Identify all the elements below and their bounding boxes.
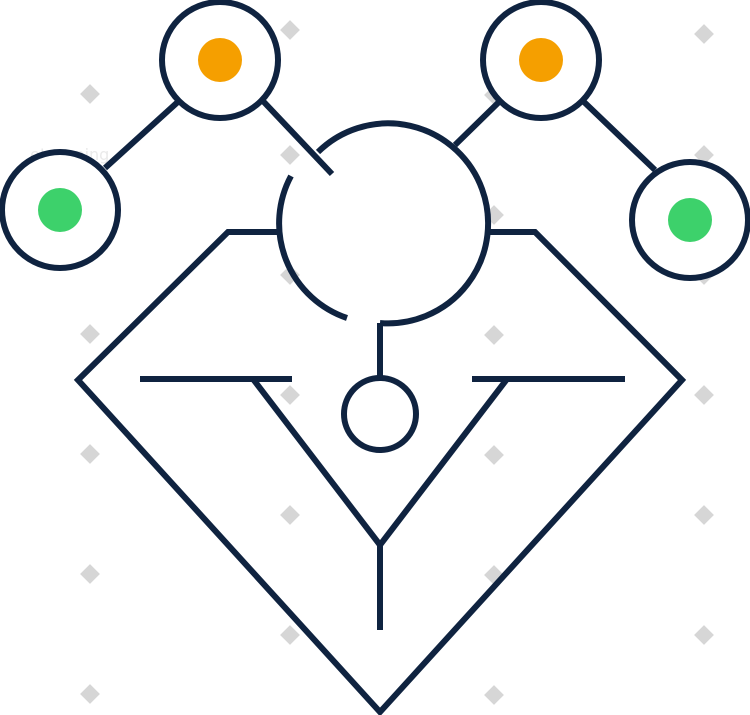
- watermark-diamond: [484, 325, 504, 345]
- connector-line: [580, 98, 658, 173]
- node-dot-orange-top-left: [198, 38, 242, 82]
- watermark-diamond: [280, 20, 300, 40]
- connector-line: [259, 97, 335, 177]
- connector-line: [452, 98, 503, 148]
- watermark-diamond: [280, 385, 300, 405]
- network-nodes: [0, 0, 750, 281]
- inner-left-diagonal: [250, 377, 383, 547]
- small-hub-circle: [341, 375, 419, 453]
- watermark-diamond: [80, 684, 100, 704]
- watermark-diamond: [484, 685, 504, 705]
- watermark-diamond: [80, 84, 100, 104]
- connector-line: [102, 97, 183, 171]
- node-dot-orange-top-right: [519, 38, 563, 82]
- watermark-diamond: [694, 385, 714, 405]
- watermark-diamond: [694, 24, 714, 44]
- node-dot-green-right: [668, 198, 712, 242]
- node-dot-green-left: [38, 188, 82, 232]
- diamond-outline: [73, 229, 687, 715]
- watermark-diamond: [80, 324, 100, 344]
- connector-lines: [102, 97, 658, 177]
- watermark-diamond: [280, 625, 300, 645]
- central-hub-circle: [315, 120, 492, 327]
- inner-right-diagonal: [377, 377, 510, 547]
- watermark-diamond: [280, 145, 300, 165]
- central-hub-circle: [276, 174, 348, 321]
- watermark-diamond: [694, 505, 714, 525]
- inner-structure: [140, 323, 625, 630]
- watermark-diamond: [80, 564, 100, 584]
- watermark-diamond: [484, 445, 504, 465]
- watermark-diamond: [280, 505, 300, 525]
- watermark-diamond: [694, 625, 714, 645]
- watermark-diamond: [80, 444, 100, 464]
